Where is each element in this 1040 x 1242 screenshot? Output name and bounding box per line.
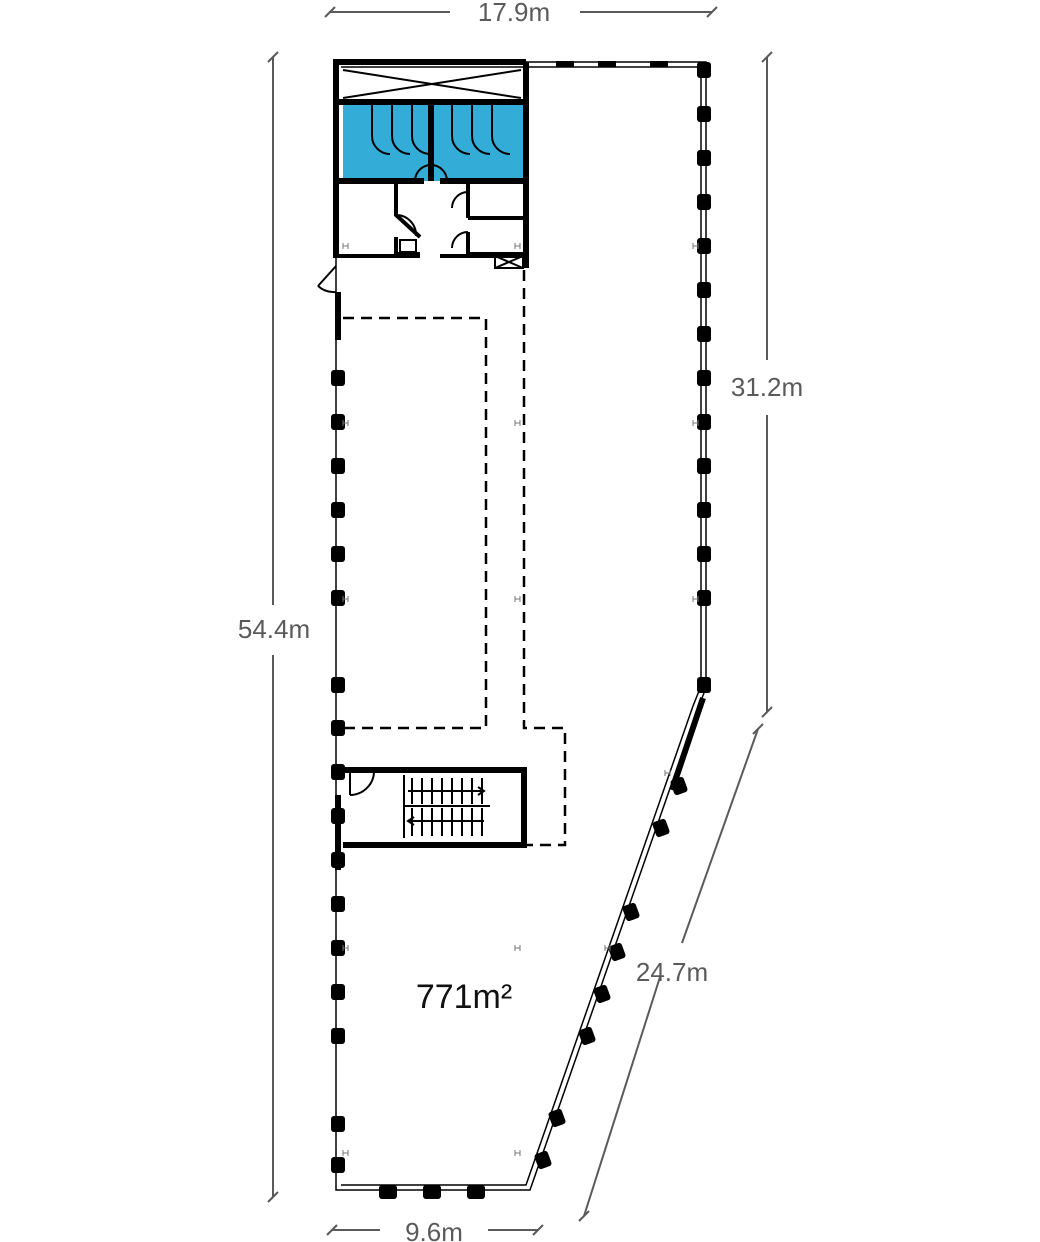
column-pier <box>697 414 711 430</box>
dimension-diagonal: 24.7m <box>578 723 764 1222</box>
building-outline <box>335 61 707 1191</box>
column-pier <box>652 818 670 838</box>
column-pier <box>697 238 711 254</box>
column-pier <box>331 370 345 386</box>
column-pier <box>697 106 711 122</box>
column-pier <box>331 677 345 693</box>
dimension-bottom: 9.6m <box>326 1217 544 1242</box>
column-pier <box>697 502 711 518</box>
column-pier <box>697 370 711 386</box>
column-pier <box>697 677 711 693</box>
dimension-bottom-label: 9.6m <box>405 1217 463 1242</box>
column-pier <box>331 1157 345 1173</box>
column-pier <box>697 326 711 342</box>
column-pier <box>331 1028 345 1044</box>
column-pier <box>331 764 345 780</box>
column-pier <box>534 1150 552 1170</box>
column-pier <box>331 852 345 868</box>
column-pier <box>608 942 626 962</box>
dimension-right-label: 31.2m <box>731 372 803 402</box>
column-pier <box>331 940 345 956</box>
column-pier <box>331 808 345 824</box>
stair-core <box>343 767 527 848</box>
dimension-diagonal-label: 24.7m <box>636 957 708 987</box>
column-pier <box>331 546 345 562</box>
column-pier <box>697 194 711 210</box>
column-pier <box>467 1185 485 1199</box>
column-pier <box>331 502 345 518</box>
column-pier <box>697 62 711 78</box>
column-pier <box>670 776 688 796</box>
stair-treads <box>406 778 486 836</box>
floor-area-label: 771m² <box>416 978 512 1016</box>
entrance-door <box>317 265 337 294</box>
dashed-zones <box>343 270 567 847</box>
column-pier <box>697 150 711 166</box>
column-piers <box>331 62 711 1199</box>
column-pier <box>697 282 711 298</box>
wc-core <box>333 59 529 269</box>
column-pier <box>379 1185 397 1199</box>
column-pier <box>331 414 345 430</box>
dimension-right: 31.2m <box>731 51 803 718</box>
column-pier <box>331 984 345 1000</box>
column-pier <box>331 1116 345 1132</box>
column-pier <box>593 984 611 1004</box>
column-pier <box>331 720 345 736</box>
column-pier <box>548 1108 566 1128</box>
column-pier <box>578 1026 596 1046</box>
ceiling-markers <box>342 243 699 1156</box>
dimension-top-label: 17.9m <box>478 0 550 27</box>
dimension-left: 54.4m <box>238 51 310 1203</box>
column-pier <box>331 590 345 606</box>
column-pier <box>331 458 345 474</box>
dimension-top: 17.9m <box>324 0 718 27</box>
column-pier <box>622 902 640 922</box>
column-pier <box>697 546 711 562</box>
column-pier <box>331 896 345 912</box>
dimension-left-label: 54.4m <box>238 614 310 644</box>
column-pier <box>697 590 711 606</box>
column-pier <box>423 1185 441 1199</box>
column-pier <box>697 458 711 474</box>
